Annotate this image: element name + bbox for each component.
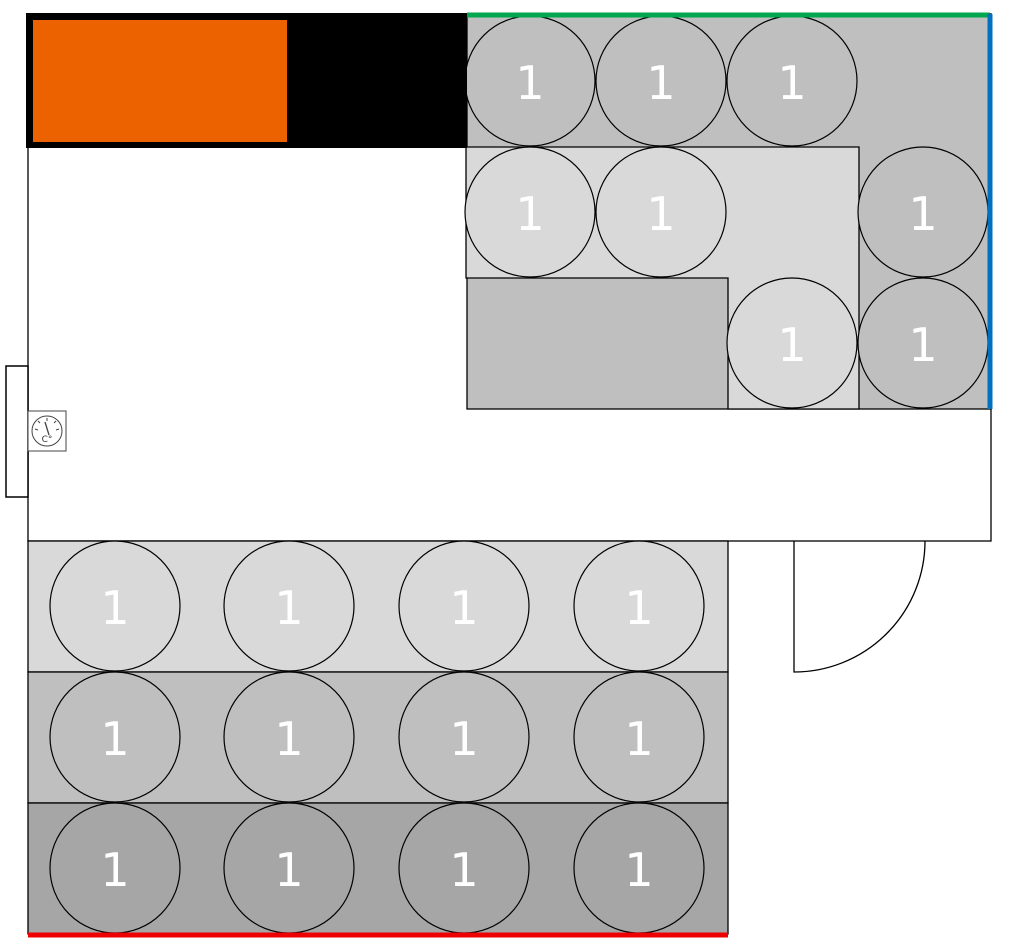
slot-label-4: 1 [515,187,544,241]
slot-label-3: 1 [777,56,806,110]
slot-label-6: 1 [908,187,937,241]
slot-label-15: 1 [449,712,478,766]
slot-label-10: 1 [274,581,303,635]
slot-circle-4 [464,146,596,278]
heater-panel [33,20,287,142]
slot-label-20: 1 [624,843,653,897]
slot-group: 1 1 1 1 1 1 1 1 1 1 1 1 1 1 1 1 1 1 1 1 [49,15,989,934]
slot-circle-15 [398,671,530,803]
slot-label-2: 1 [646,56,675,110]
slot-circle-7 [726,277,858,409]
slot-label-17: 1 [100,843,129,897]
thermometer-unit: C° [42,435,53,445]
slot-circle-11 [398,540,530,672]
slot-label-5: 1 [646,187,675,241]
door-swing-icon [793,540,926,673]
slot-label-8: 1 [908,318,937,372]
slot-label-18: 1 [274,843,303,897]
slot-circle-12 [573,540,705,672]
slot-label-7: 1 [777,318,806,372]
slot-label-11: 1 [449,581,478,635]
slot-label-9: 1 [100,581,129,635]
slot-label-16: 1 [624,712,653,766]
slot-circle-5 [595,146,727,278]
slot-circle-16 [573,671,705,803]
slot-label-19: 1 [449,843,478,897]
slot-circle-9 [49,540,181,672]
slot-label-1: 1 [515,56,544,110]
slot-circle-14 [223,671,355,803]
slot-label-14: 1 [274,712,303,766]
slot-circle-10 [223,540,355,672]
thermometer-dial-icon: C° [27,410,67,452]
slot-label-12: 1 [624,581,653,635]
window-frame [5,365,29,498]
slot-label-13: 1 [100,712,129,766]
slot-circle-13 [49,671,181,803]
